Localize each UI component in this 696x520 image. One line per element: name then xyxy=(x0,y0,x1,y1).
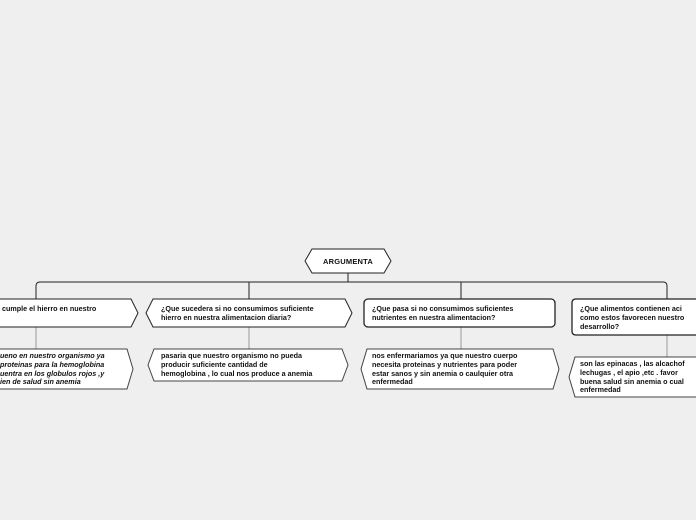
answer-node-4[interactable] xyxy=(568,356,696,398)
question-node-1[interactable] xyxy=(0,298,139,328)
question-label-4: ¿Que alimentos contienen aci como estos … xyxy=(580,305,685,331)
answer-connectors xyxy=(35,327,668,357)
answer-node-3[interactable] xyxy=(360,348,560,390)
answer-label-2: pasaria que nuestro organismo no pueda p… xyxy=(161,352,313,378)
question-node-2[interactable] xyxy=(145,298,353,328)
answer-node-1[interactable] xyxy=(0,348,134,390)
answer-node-2[interactable] xyxy=(147,348,349,382)
answer-label-1: ueno en nuestro organismo ya proteinas p… xyxy=(0,352,105,387)
trunk-line xyxy=(35,281,668,299)
answer-label-3: nos enfermariamos ya que nuestro cuerpo … xyxy=(372,352,518,387)
question-label-2: ¿Que sucedera si no consumimos suficient… xyxy=(161,305,314,322)
question-label-1: cumple el hierro en nuestro xyxy=(2,305,97,313)
question-node-4[interactable] xyxy=(571,298,696,336)
answer-label-4: son las epinacas , las alcachof lechugas… xyxy=(580,360,685,395)
root-node[interactable] xyxy=(304,248,392,274)
connectors xyxy=(35,273,668,299)
question-node-3[interactable] xyxy=(363,298,556,328)
question-label-3: ¿Que pasa si no consumimos suficientes n… xyxy=(372,305,514,322)
root-label: ARGUMENTA xyxy=(323,257,373,266)
